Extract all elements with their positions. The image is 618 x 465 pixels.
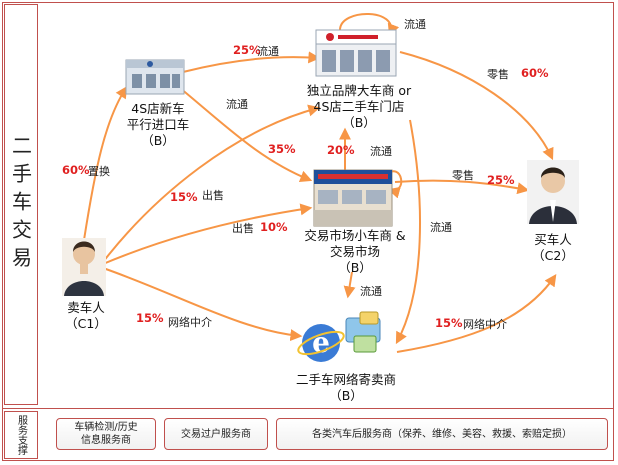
node-online-line1: 二手车网络寄卖商 xyxy=(295,372,396,387)
pct-market-retail: 25% xyxy=(487,173,515,187)
node-buyer-line2: （C2） xyxy=(532,248,574,263)
market-picture xyxy=(313,169,393,227)
buyer-picture xyxy=(527,160,579,224)
label-brand-to-online: 流通 xyxy=(430,221,452,234)
pct-seller-sell: 15% xyxy=(170,190,198,204)
pct-seller-to-market: 10% xyxy=(260,220,288,234)
node-brand-line1: 独立品牌大车商 or xyxy=(306,83,412,98)
node-buyer-line1: 买车人 xyxy=(534,232,572,247)
side-title: 二手车交易 xyxy=(8,134,33,275)
label-brand-loop: 流通 xyxy=(404,18,426,31)
label-4s-to-brand: 流通 xyxy=(257,45,279,58)
pct-market-to-brand: 20% xyxy=(327,143,355,157)
flow-brand-to-online xyxy=(395,119,421,345)
service-transfer: 交易过户服务商 xyxy=(164,418,268,450)
label-seller-sell: 出售 xyxy=(202,189,224,202)
node-seller-line2: （C1） xyxy=(65,316,107,331)
label-seller-tradein: 置换 xyxy=(88,165,110,178)
label-4s-to-market: 流通 xyxy=(226,98,248,111)
label-seller-sell-market: 出售 xyxy=(232,222,254,235)
node-brand-store: 独立品牌大车商 or 4S店二手车门店 （B） xyxy=(292,83,426,131)
service-inspection-history: 车辆检测/历史 信息服务商 xyxy=(56,418,156,450)
flow-4s-to-brand xyxy=(182,51,321,73)
label-seller-broker: 网络中介 xyxy=(168,316,212,329)
node-market-line3: （B） xyxy=(338,260,372,275)
seller-picture xyxy=(62,238,106,296)
pct-4s-to-brand: 25% xyxy=(233,43,261,57)
flow-4s-to-market xyxy=(179,87,313,183)
service-transfer-label: 交易过户服务商 xyxy=(181,428,251,440)
flow-seller-to-online xyxy=(102,267,303,342)
node-seller: 卖车人 （C1） xyxy=(56,300,116,332)
flow-brand-to-buyer xyxy=(399,51,554,161)
side-title-box: 二手车交易 xyxy=(4,4,38,405)
flow-seller-to-brand xyxy=(102,104,321,263)
label-market-to-online: 流通 xyxy=(360,285,382,298)
online-platform-picture: e xyxy=(297,311,381,362)
pct-seller-tradein: 60% xyxy=(62,163,90,177)
flow-market-to-buyer xyxy=(394,179,530,195)
node-online-line2: （B） xyxy=(329,388,363,403)
flow-online-to-buyer xyxy=(396,274,557,353)
node-market-line1: 交易市场小车商 & xyxy=(304,228,406,243)
flow-seller-to-4s xyxy=(83,85,128,241)
node-buyer: 买车人 （C2） xyxy=(522,232,584,264)
flow-brand-loop xyxy=(339,13,400,37)
pct-4s-to-market: 35% xyxy=(268,142,296,156)
node-market-line2: 交易市场 xyxy=(329,244,380,259)
dealer-4s-picture xyxy=(125,59,185,95)
diagram-frame xyxy=(2,2,614,461)
section-divider xyxy=(2,408,614,409)
label-brand-retail: 零售 xyxy=(487,68,509,81)
pct-seller-broker: 15% xyxy=(136,311,164,325)
brand-store-picture xyxy=(315,29,397,77)
node-brand-line2: 4S店二手车门店 xyxy=(313,99,405,114)
node-seller-line1: 卖车人 xyxy=(67,300,105,315)
node-dealer-4s: 4S店新车 平行进口车 （B） xyxy=(118,101,198,149)
flow-seller-to-market xyxy=(102,203,313,265)
flow-market-to-online xyxy=(343,271,356,299)
service-aftermarket: 各类汽车后服务商（保养、维修、美容、救援、索赔定损） xyxy=(276,418,608,450)
node-market: 交易市场小车商 & 交易市场 （B） xyxy=(290,228,420,276)
service-title: 服务支撑 xyxy=(15,415,27,455)
service-title-box: 服务支撑 xyxy=(4,411,38,459)
node-brand-line3: （B） xyxy=(342,115,376,130)
node-dealer-4s-line2: 平行进口车 xyxy=(126,117,190,132)
node-dealer-4s-line3: （B） xyxy=(141,133,175,148)
label-online-broker: 网络中介 xyxy=(463,318,507,331)
node-dealer-4s-line1: 4S店新车 xyxy=(131,101,185,116)
service-aftermarket-label: 各类汽车后服务商（保养、维修、美容、救援、索赔定损） xyxy=(312,428,572,440)
service-inspection-label: 车辆检测/历史 信息服务商 xyxy=(74,422,138,446)
label-market-retail: 零售 xyxy=(452,169,474,182)
pct-online-broker: 15% xyxy=(435,316,463,330)
node-online-consignment: 二手车网络寄卖商 （B） xyxy=(280,372,412,404)
pct-brand-retail: 60% xyxy=(521,66,549,80)
label-market-loop: 流通 xyxy=(370,145,392,158)
